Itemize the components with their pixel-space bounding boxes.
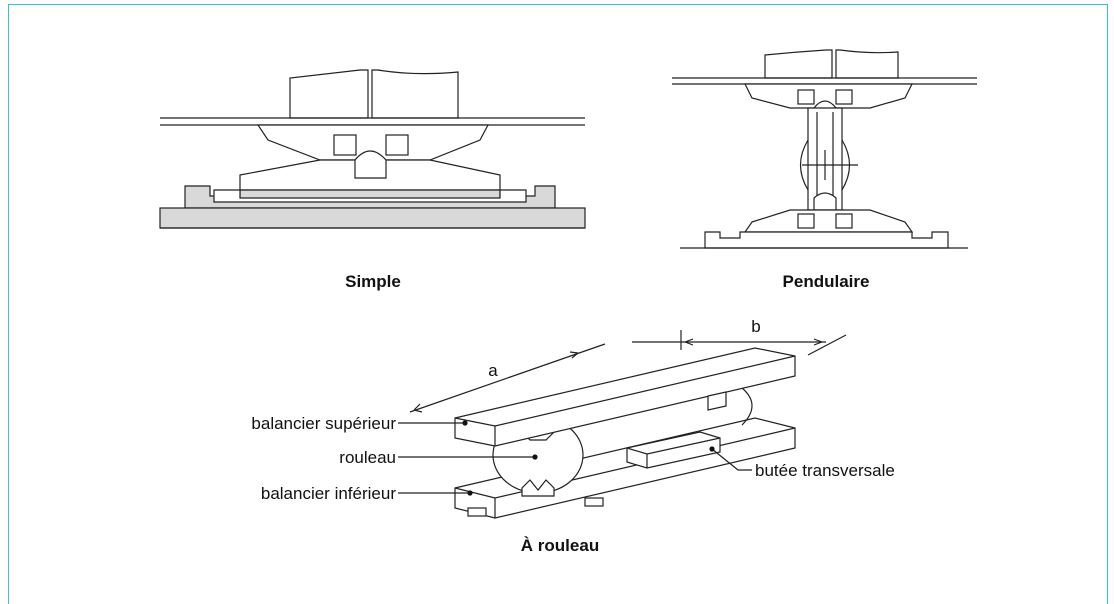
upper-rocker-label: balancier supérieur <box>251 414 396 433</box>
roller-bearing-drawing <box>409 330 847 519</box>
roller-label: rouleau <box>339 448 396 467</box>
leader-lines <box>398 420 752 496</box>
roller-caption: À rouleau <box>521 536 599 555</box>
simple-bearing-drawing <box>159 69 586 229</box>
simple-caption: Simple <box>345 272 401 291</box>
pendular-caption: Pendulaire <box>783 272 870 291</box>
dimension-a-label: a <box>488 361 498 380</box>
transverse-stop-label: butée transversale <box>755 461 895 480</box>
figure-frame <box>8 4 1108 604</box>
bearing-diagram: Simple Pendulaire <box>159 49 977 555</box>
lower-rocker-label: balancier inférieur <box>261 484 396 503</box>
pendular-bearing-drawing <box>672 49 977 249</box>
dimension-b-label: b <box>751 317 760 336</box>
